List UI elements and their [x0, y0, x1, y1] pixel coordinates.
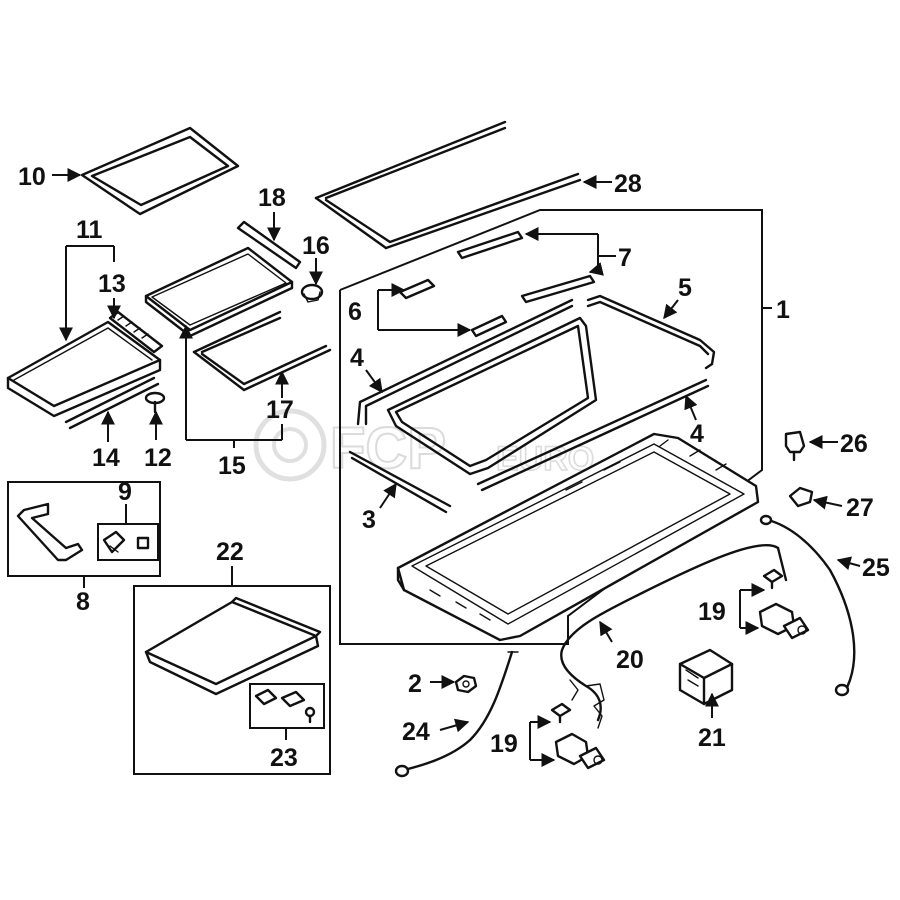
- callout-5: 5: [678, 274, 692, 302]
- callout-1: 1: [776, 296, 790, 324]
- callout-24: 24: [402, 718, 430, 746]
- callout-28: 28: [614, 170, 642, 198]
- leaders: [52, 168, 861, 767]
- part-26-clip[interactable]: [784, 430, 806, 462]
- part-19-motor-lower[interactable]: [550, 702, 606, 770]
- callout-7: 7: [618, 244, 632, 272]
- part-25-drain-hose[interactable]: [759, 514, 856, 697]
- callout-16: 16: [302, 232, 330, 260]
- part-18-trim-strip[interactable]: [236, 220, 302, 270]
- part-28-roof-seal[interactable]: [314, 120, 582, 250]
- callout-3: 3: [362, 506, 376, 534]
- callout-21: 21: [698, 724, 726, 752]
- callout-19-upper: 19: [698, 598, 726, 626]
- callout-2: 2: [408, 670, 422, 698]
- callout-11: 11: [76, 216, 103, 244]
- callout-22: 22: [216, 538, 244, 566]
- callout-4-left: 4: [350, 344, 364, 372]
- part-1-glass-frame[interactable]: [386, 316, 598, 476]
- part-22-sunshade[interactable]: [144, 596, 322, 696]
- callout-20: 20: [616, 646, 644, 674]
- part-1-sunroof-frame[interactable]: [396, 432, 760, 642]
- callout-8: 8: [76, 588, 90, 616]
- part-27-bracket[interactable]: [788, 486, 814, 508]
- part-23-clips[interactable]: [254, 688, 316, 724]
- callout-12: 12: [144, 444, 172, 472]
- callout-23: 23: [270, 744, 298, 772]
- part-23-kit-box: [249, 683, 325, 729]
- part-24-drain-hose[interactable]: [394, 650, 519, 778]
- callout-4-right: 4: [690, 420, 704, 448]
- part-16-clip[interactable]: [300, 283, 324, 303]
- part-14-strip[interactable]: [64, 376, 160, 430]
- callout-13: 13: [98, 270, 126, 298]
- callout-17: 17: [266, 396, 294, 424]
- callout-18: 18: [258, 184, 286, 212]
- callout-15: 15: [218, 452, 246, 480]
- callout-10: 10: [18, 163, 46, 191]
- part-17-frame[interactable]: [192, 310, 332, 392]
- callout-9: 9: [118, 478, 132, 506]
- part-2-nut[interactable]: [454, 674, 478, 694]
- part-4-left-rail[interactable]: [356, 298, 574, 426]
- callout-26: 26: [840, 430, 868, 458]
- part-12-screw[interactable]: [144, 391, 166, 414]
- callout-27: 27: [846, 494, 874, 522]
- part-7-guides[interactable]: [456, 230, 596, 304]
- callout-6: 6: [348, 298, 362, 326]
- callout-25: 25: [862, 554, 890, 582]
- part-9-clips[interactable]: [102, 530, 150, 554]
- callout-14: 14: [92, 444, 120, 472]
- callout-19-lower: 19: [490, 730, 518, 758]
- part-4-right-rail[interactable]: [476, 378, 710, 492]
- part-21-control-module[interactable]: [678, 648, 734, 706]
- part-9-kit-box: [97, 523, 159, 561]
- callouts: 10 28 18 16 11 13 14 12 15 17 7 6 5 1 4 …: [18, 163, 890, 772]
- part-8-bracket[interactable]: [16, 502, 84, 562]
- part-6-guides[interactable]: [398, 278, 508, 338]
- part-19-motor-upper[interactable]: [758, 568, 810, 640]
- part-5-seal[interactable]: [586, 294, 716, 370]
- part-3-strip[interactable]: [348, 450, 452, 514]
- part-20-cable[interactable]: [560, 543, 788, 729]
- watermark-brand: FCP: [330, 416, 446, 481]
- part-10-glass-seal[interactable]: [80, 126, 240, 216]
